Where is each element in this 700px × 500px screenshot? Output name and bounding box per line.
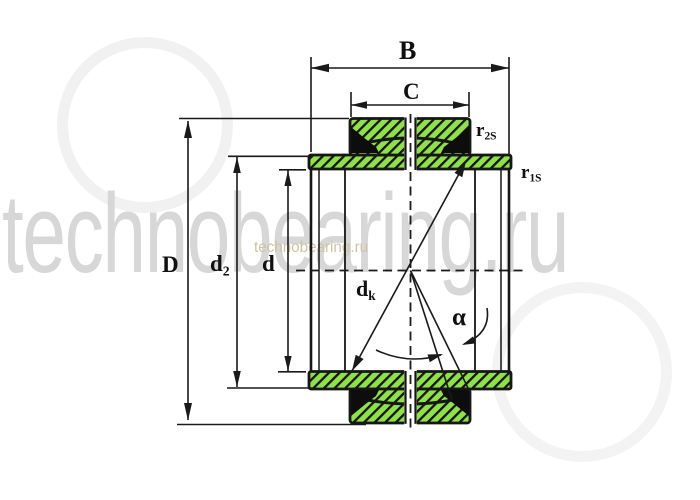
center-lines [296,114,524,429]
label-B-inner-ring-width: B [399,38,416,64]
label-r1s-chamfer: r1S [521,163,541,185]
label-B-text: B [399,36,417,65]
label-d2-diameter: d2 [210,252,230,278]
label-C-outer-ring-width: C [403,80,420,103]
seal-top-left [351,127,379,153]
label-alpha-tilt-angle: α [452,305,466,330]
seal-bottom-right [441,390,469,416]
label-r1s-subscript: 1S [529,172,542,185]
label-dk-sphere-diameter: dk [356,276,376,304]
label-alpha-text: α [452,304,466,331]
dimension-d [278,169,306,373]
label-r1s-base: r [521,162,530,183]
dimension-C [350,92,470,117]
dimension-D [177,117,366,426]
label-r2s-subscript: 2S [484,130,497,143]
label-r2s-base: r [476,120,485,141]
watermark-circle-top-left [57,37,233,213]
label-d-bore-diameter: d [262,252,275,275]
dimension-B [310,57,510,154]
dimension-d2 [227,155,314,389]
label-dk-subscript: k [368,288,376,304]
label-r2s-chamfer: r2S [476,121,496,143]
seal-bottom-left [351,390,379,416]
label-d2-subscript: 2 [222,263,230,279]
dimension-dk [351,160,467,372]
label-D-outer-diameter: D [162,253,179,276]
label-dk-base: d [356,276,369,301]
tilt-angle-construction [375,270,489,401]
seal-top-right [441,127,469,153]
label-D-text: D [162,252,179,277]
label-C-text: C [403,79,420,104]
label-d2-base: d [210,251,223,276]
label-d-text: d [262,251,275,276]
